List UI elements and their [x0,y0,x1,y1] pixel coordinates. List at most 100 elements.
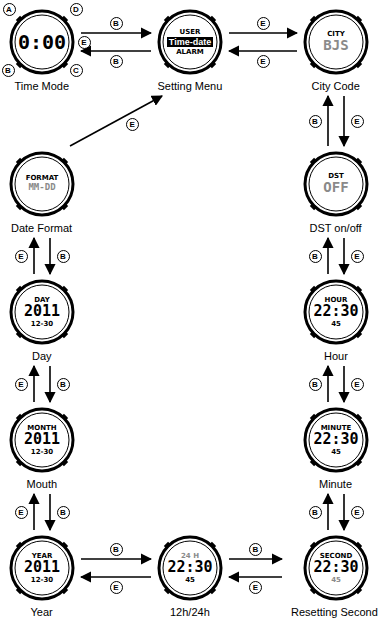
button-letter: E [15,506,28,519]
button-letter: E [351,506,364,519]
display-text: ALARM [176,48,204,56]
display-text: 22:30 [313,560,358,576]
flow-arrow [343,494,345,530]
watch-bezel [305,281,367,343]
watch-screen: HOUR22:3045Hour [300,277,372,363]
button-letter: E [257,55,270,68]
display-text: FORMAT [26,174,59,182]
display-text: 2011 [24,560,60,576]
watch-display: HOUR22:3045 [309,285,363,339]
button-letter: E [78,36,91,49]
watch-dial [15,15,69,69]
display-text: DST [328,172,344,180]
watch-screen: DAY201112-30Day [6,277,78,363]
button-letter: B [2,64,15,77]
flow-arrow [70,96,162,146]
watch-display: FORMATMM-DD [15,157,69,211]
watch-screen: YEAR201112-30Year [6,533,78,619]
flow-arrow [33,238,35,274]
watch-screen: CITYBJS City Code [300,7,372,93]
watch-dial [309,285,363,339]
flow-arrow [49,238,51,274]
display-text: 0:00 [18,32,66,52]
watch-display: YEAR201112-30 [15,541,69,595]
display-text: 45 [185,576,195,584]
flow-arrow [49,366,51,402]
button-letter: E [351,378,364,391]
flow-arrow [327,366,329,402]
display-text: MONTH [27,424,56,432]
flow-arrow [343,366,345,402]
display-text: 22:30 [313,432,358,448]
mode-caption: Hour [324,349,348,363]
watch-screen: MINUTE22:3045Minute [300,405,372,491]
display-text: 2011 [24,304,60,320]
watch-dial [15,157,69,211]
watch-bezel [159,11,221,73]
display-text: 2011 [24,432,60,448]
watch-bezel [159,537,221,599]
button-letter: E [257,17,270,30]
flow-arrow [33,494,35,530]
display-text: 12-30 [31,576,53,584]
flow-arrow [33,366,35,402]
watch-display: CITYBJS [309,15,363,69]
watch-bezel [305,11,367,73]
mode-caption: Mouth [27,477,58,491]
mode-caption: City Code [312,79,360,93]
flow-arrow [229,32,297,34]
button-letter: B [110,55,123,68]
flow-arrow [81,32,151,34]
button-letter: A [3,3,16,16]
mode-caption: Year [31,605,53,619]
display-text: BJS [323,38,348,53]
button-letter: B [309,250,322,263]
watch-display: DSTOFF [309,157,363,211]
watch-screen: 24 H22:3045 12h/24h [154,533,226,619]
watch-bezel [305,409,367,471]
button-letter: E [15,250,28,263]
watch-screen: MONTH201112-30Mouth [6,405,78,491]
mode-caption: Day [32,349,52,363]
watch-bezel [11,11,73,73]
watch-display: MONTH201112-30 [15,413,69,467]
watch-screen: 0:00Time Mode [6,7,78,93]
flow-arrow [343,238,345,274]
button-letter: E [351,115,364,128]
mode-caption: Resetting Second [291,605,378,619]
watch-screen: FORMATMM-DDDate Format [6,149,78,235]
button-letter: B [110,17,123,30]
button-letter: B [249,543,262,556]
button-letter: B [110,543,123,556]
watch-dial [15,541,69,595]
display-text: 12-30 [31,320,53,328]
watch-display: 24 H22:3045 [163,541,217,595]
watch-display: SECOND22:3045 [309,541,363,595]
display-text: MINUTE [321,424,352,432]
flow-arrow [327,238,329,274]
flow-arrow [229,576,282,578]
flow-arrow [229,50,297,52]
watch-screen: DSTOFFDST on/off [300,149,372,235]
watch-display: MINUTE22:3045 [309,413,363,467]
watch-screen: USERTime-dateALARMSetting Menu [154,7,226,93]
watch-dial [309,413,363,467]
button-letter: C [70,64,83,77]
display-text: MM-DD [28,182,55,194]
button-letter: E [126,118,139,131]
watch-bezel [305,153,367,215]
mode-caption: 12h/24h [170,605,210,619]
flow-arrow [343,96,345,146]
display-text: YEAR [32,552,53,560]
button-letter: E [110,581,123,594]
button-letter: D [70,3,83,16]
mode-caption: Time Mode [15,79,70,93]
watch-dial [163,15,217,69]
button-letter: E [15,378,28,391]
watch-display: 0:00 [15,15,69,69]
display-text: 45 [331,576,341,584]
watch-screen: SECOND22:3045Resetting Second [285,533,378,619]
button-letter: B [309,378,322,391]
flow-arrow [327,96,329,146]
display-text: 45 [331,448,341,456]
